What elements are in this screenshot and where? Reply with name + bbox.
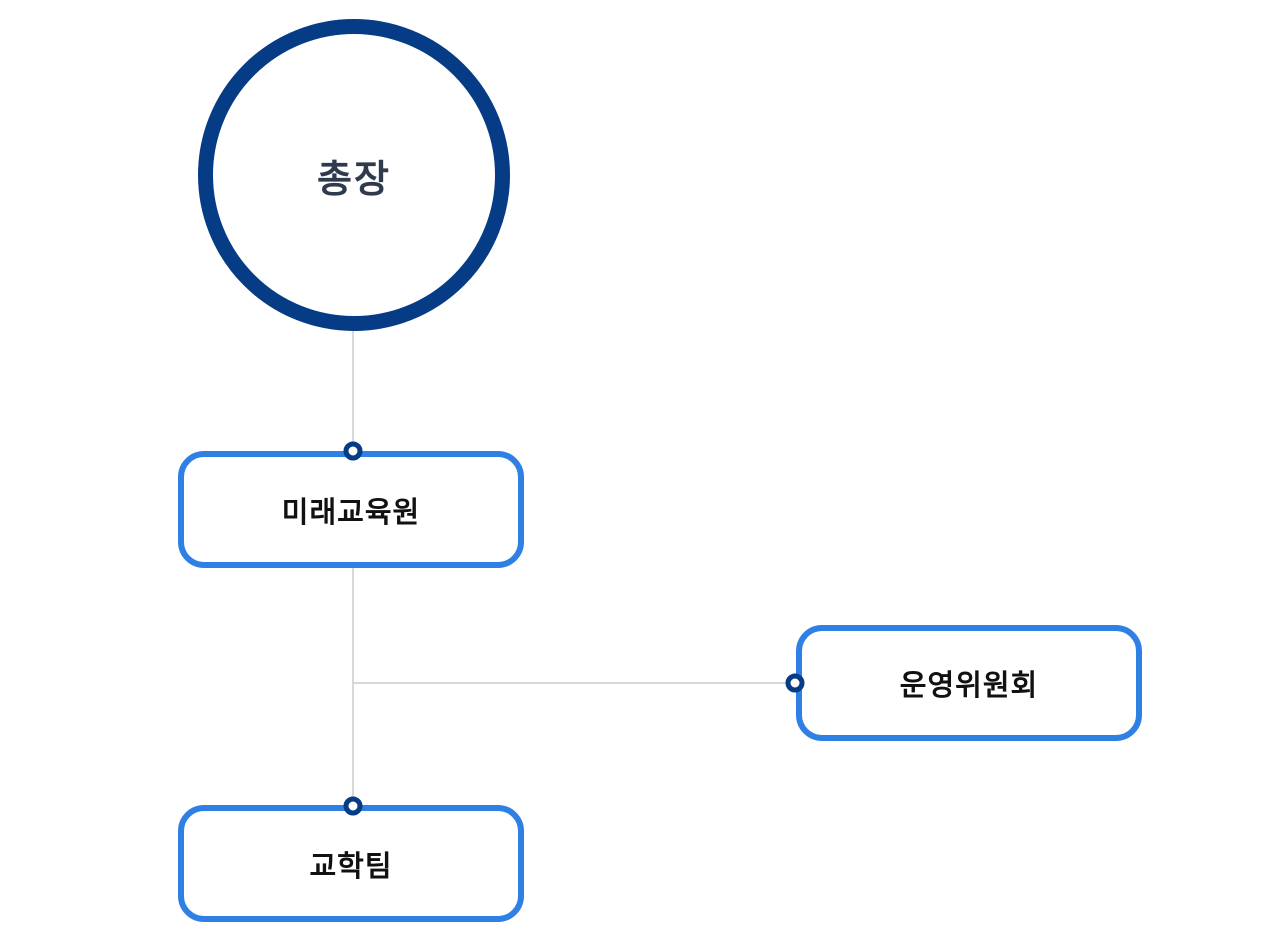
node-future-education[interactable]: 미래교육원: [178, 451, 524, 568]
node-operating-committee-label: 운영위원회: [899, 668, 1039, 702]
node-operating-committee[interactable]: 운영위원회: [796, 625, 1142, 741]
node-president-label: 총장: [317, 156, 391, 201]
node-academic-team-label: 교학팀: [309, 848, 393, 883]
port-dot-future-top[interactable]: [343, 441, 363, 461]
node-future-education-label: 미래교육원: [281, 494, 421, 529]
port-dot-committee-left[interactable]: [785, 673, 805, 693]
port-dot-team-top[interactable]: [343, 796, 363, 816]
